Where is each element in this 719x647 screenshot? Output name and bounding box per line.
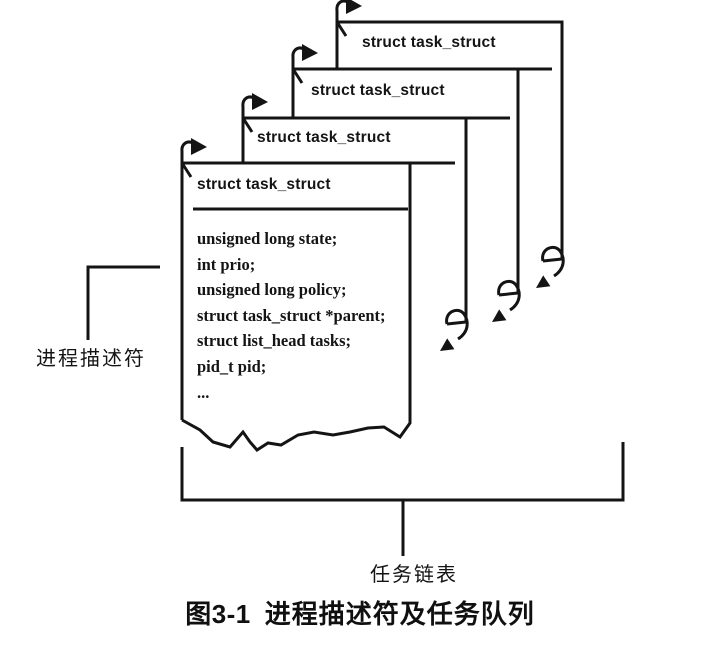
process-descriptor-label: 进程描述符	[36, 348, 146, 370]
process-descriptor-pointer-line	[86, 265, 160, 340]
task-struct-card-4-outline	[335, 20, 564, 259]
struct-field-state: unsigned long state;	[197, 229, 338, 248]
card-1-curl-arrow-icon	[180, 136, 209, 179]
task-struct-field-list: unsigned long state; int prio; unsigned …	[197, 226, 409, 405]
struct-field-parent: struct task_struct *parent;	[197, 305, 386, 325]
card-1-torn-bottom-edge	[181, 413, 412, 452]
card-3-title: struct task_struct	[311, 82, 445, 99]
card-2-link-arrow-icon	[438, 308, 469, 353]
card-4-link-arrow-icon	[534, 245, 565, 290]
card-1-title: struct task_struct	[197, 176, 331, 193]
card-2-title: struct task_struct	[257, 129, 391, 146]
card-3-link-arrow-icon	[490, 279, 521, 324]
figure-caption-title: 进程描述符及任务队列	[264, 599, 535, 629]
task-list-brace	[180, 442, 625, 502]
figure-caption: 图3-1 进程描述符及任务队列	[145, 594, 575, 631]
struct-field-policy: unsigned long policy;	[197, 280, 347, 300]
struct-field-tasks: struct list_head tasks;	[197, 331, 352, 351]
struct-field-pid: pid_t pid;	[197, 356, 267, 376]
struct-field-ellipsis: ...	[197, 382, 210, 402]
task-list-label: 任务链表	[370, 564, 458, 586]
figure-caption-number: 图3-1	[185, 599, 251, 629]
card-2-curl-arrow-icon	[241, 91, 270, 134]
struct-field-prio: int prio;	[197, 254, 256, 274]
card-4-title: struct task_struct	[362, 34, 496, 51]
card-4-curl-arrow-icon	[335, 0, 364, 38]
card-3-curl-arrow-icon	[291, 42, 320, 85]
